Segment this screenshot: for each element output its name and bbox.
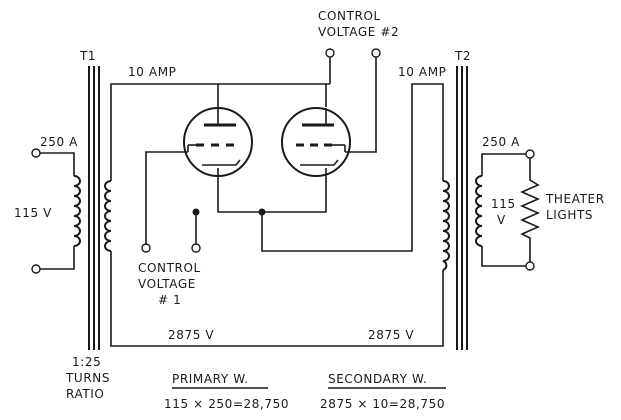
- control-voltage-2-label-line1: CONTROL: [318, 9, 381, 23]
- turns-ratio-label-line2: TURNS: [65, 371, 110, 385]
- control-voltage-2-terminal-b: [371, 48, 381, 58]
- t2-core: [456, 66, 468, 350]
- load-circuit: [481, 149, 540, 271]
- output-terminal-bottom: [525, 261, 535, 271]
- high-voltage-label-left: 2875 V: [168, 328, 214, 342]
- t1-primary-coil: [73, 175, 81, 247]
- t2-primary-coil: [442, 180, 450, 271]
- load-label-line1: THEATER: [545, 192, 605, 206]
- secondary-current-label: 250 A: [482, 135, 520, 149]
- output-terminal-top: [525, 149, 535, 159]
- junction-dot: [258, 208, 266, 216]
- current-label-left: 10 AMP: [128, 65, 176, 79]
- t1-secondary-coil: [104, 180, 112, 252]
- thyratron-tube-1: [183, 107, 253, 177]
- junction-dot: [192, 208, 200, 216]
- turns-ratio-value: 1:25: [72, 355, 101, 369]
- t2-secondary-coil: [475, 175, 483, 247]
- control-voltage-1-terminal-b: [191, 243, 201, 253]
- control-voltage-1-label-line2: VOLTAGE: [138, 277, 196, 291]
- secondary-voltage-number: 115: [491, 197, 516, 211]
- high-voltage-label-right: 2875 V: [368, 328, 414, 342]
- primary-voltage-label: 115 V: [14, 206, 52, 220]
- input-terminal-top: [31, 148, 41, 158]
- control-voltage-1-label-line1: CONTROL: [138, 261, 201, 275]
- secondary-voltage-unit: V: [497, 213, 506, 227]
- control-voltage-2-label-line2: VOLTAGE #2: [318, 25, 399, 39]
- control-voltage-2-terminal-a: [325, 48, 335, 58]
- primary-current-label: 250 A: [40, 135, 78, 149]
- secondary-watts-formula: 2875 × 10=28,750: [320, 397, 445, 411]
- t1-label: T1: [79, 49, 96, 63]
- thyratron-tube-2: [281, 107, 351, 177]
- primary-watts-formula: 115 × 250=28,750: [164, 397, 289, 411]
- control-voltage-1-label-line3: # 1: [158, 293, 181, 307]
- secondary-watts-title: SECONDARY W.: [328, 372, 427, 386]
- input-terminal-bottom: [31, 264, 41, 274]
- primary-watts-title: PRIMARY W.: [172, 372, 249, 386]
- t2-label: T2: [454, 49, 471, 63]
- turns-ratio-label-line3: RATIO: [66, 387, 104, 401]
- current-label-right: 10 AMP: [398, 65, 446, 79]
- control-voltage-1-terminal-a: [141, 243, 151, 253]
- t1-core: [88, 66, 100, 350]
- load-label-line2: LIGHTS: [546, 208, 593, 222]
- wiring: [110, 56, 444, 347]
- input-circuit: [31, 148, 81, 274]
